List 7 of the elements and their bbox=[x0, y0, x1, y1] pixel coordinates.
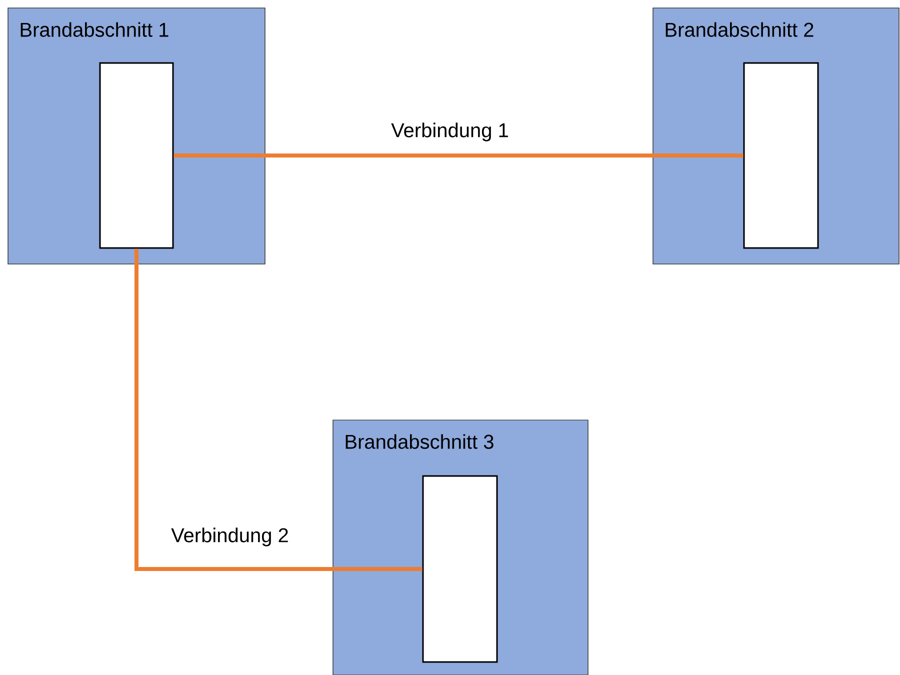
connection-line bbox=[134, 248, 422, 571]
door-box bbox=[99, 62, 174, 249]
connection-line bbox=[174, 154, 744, 158]
edge-label: Verbindung 2 bbox=[171, 528, 288, 546]
door-box bbox=[743, 62, 819, 249]
edge-label: Verbindung 1 bbox=[391, 122, 508, 142]
door-box bbox=[422, 475, 498, 663]
